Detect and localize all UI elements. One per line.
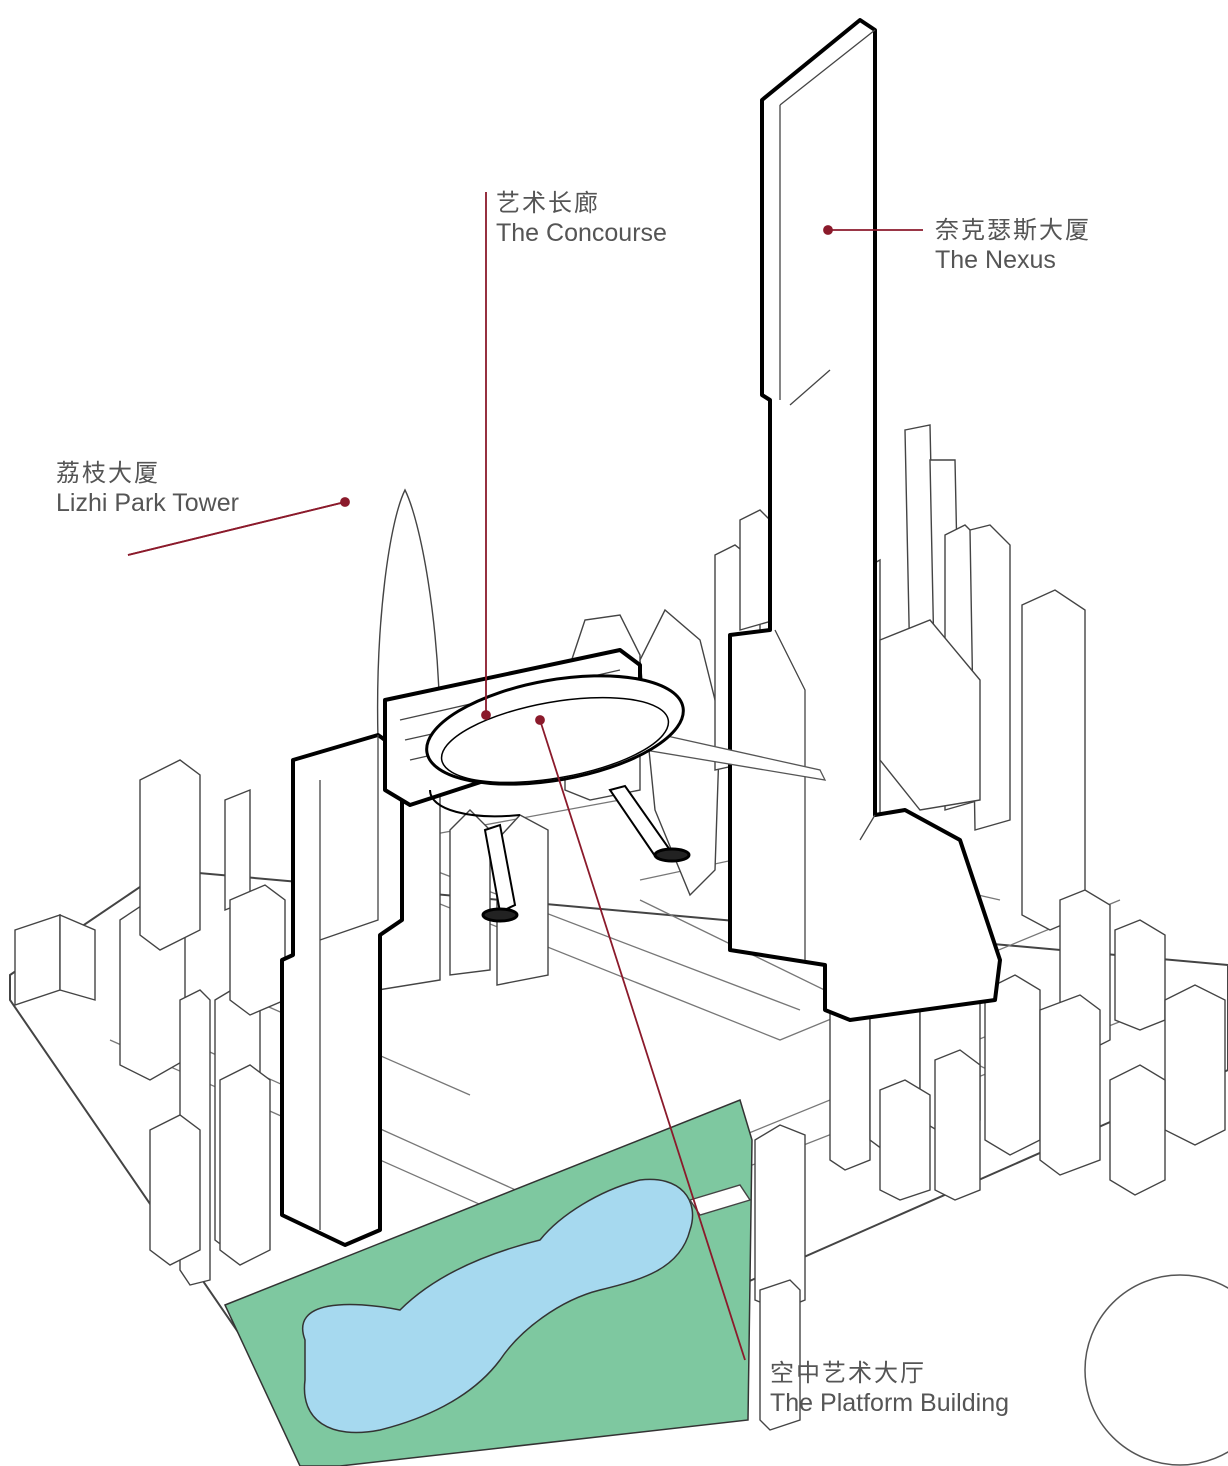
label-lizhi-park-tower: 荔枝大厦 Lizhi Park Tower [56, 458, 239, 519]
leader-line-platform [539, 719, 746, 1361]
label-the-nexus: 奈克瑟斯大厦 The Nexus [935, 215, 1091, 276]
label-the-concourse: 艺术长廊 The Concourse [496, 188, 667, 249]
label-concourse-cn: 艺术长廊 [496, 189, 600, 217]
lake [302, 1178, 694, 1434]
corner-circle [1084, 1274, 1228, 1466]
label-platform-en: The Platform Building [770, 1389, 1010, 1417]
label-concourse-en: The Concourse [496, 219, 667, 247]
label-nexus-cn: 奈克瑟斯大厦 [935, 216, 1091, 244]
the-platform-building [425, 674, 691, 923]
label-lizhi-cn: 荔枝大厦 [56, 459, 160, 487]
label-platform-cn: 空中艺术大厅 [770, 1359, 926, 1387]
label-nexus-en: The Nexus [935, 246, 1056, 274]
the-nexus-tower [728, 18, 1002, 1022]
leader-lines [127, 192, 923, 1361]
label-the-platform-building: 空中艺术大厅 The Platform Building [770, 1358, 1009, 1419]
label-lizhi-en: Lizhi Park Tower [56, 489, 239, 517]
